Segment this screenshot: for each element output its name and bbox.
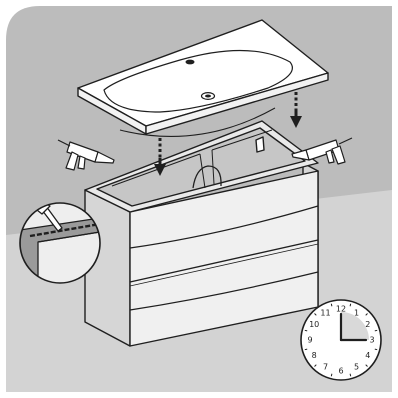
clock-number: 8: [312, 351, 317, 360]
clock-number: 2: [365, 320, 370, 329]
clock-tick: [350, 374, 351, 376]
clock-tick: [331, 374, 332, 376]
clock-number: 11: [320, 309, 330, 318]
clock-number: 3: [369, 336, 374, 345]
clock-tick: [375, 349, 377, 350]
clock-tick: [350, 304, 351, 306]
clock-tick: [305, 349, 307, 350]
clock-tick: [305, 330, 307, 331]
clock-number: 12: [336, 305, 346, 314]
clock-number: 6: [338, 367, 343, 376]
mounting-bracket: [256, 137, 264, 152]
clock-number: 9: [307, 336, 312, 345]
clock-number: 1: [354, 309, 359, 318]
clock-number: 10: [309, 320, 319, 329]
tap-hole: [186, 60, 195, 65]
clock-tick: [331, 304, 332, 306]
clock-tick: [375, 330, 377, 331]
clock-number: 4: [365, 351, 370, 360]
clock-number: 5: [354, 362, 359, 371]
clock-number: 7: [323, 362, 328, 371]
